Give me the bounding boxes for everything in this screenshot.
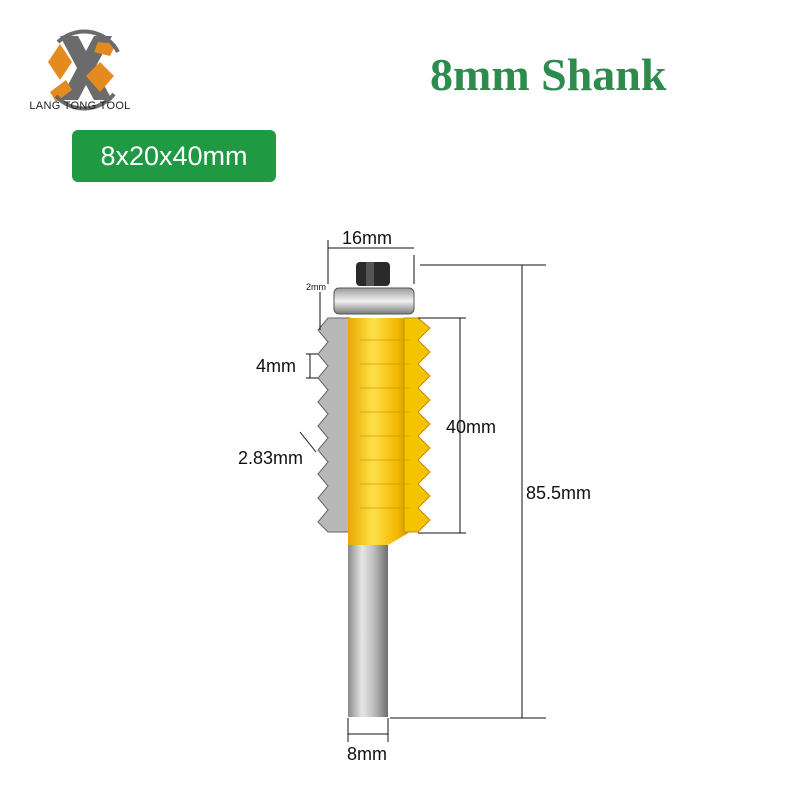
brand-logo-icon xyxy=(20,22,150,122)
shank-diameter-label: 8mm xyxy=(347,744,387,764)
carbide-teeth xyxy=(317,317,351,533)
total-length-label: 85.5mm xyxy=(526,483,591,503)
bearing-width-label: 16mm xyxy=(342,228,392,248)
page-title: 8mm Shank xyxy=(430,49,667,100)
gap-label: 2mm xyxy=(306,282,326,292)
cutter-body xyxy=(348,317,431,545)
bearing xyxy=(333,262,415,315)
cutting-height-label: 40mm xyxy=(446,417,496,437)
tooth-depth-label: 2.83mm xyxy=(238,448,303,468)
size-badge: 8x20x40mm xyxy=(72,130,276,182)
brand-name: LANG TONG TOOL xyxy=(29,100,131,112)
tooth-pitch-label: 4mm xyxy=(256,356,296,376)
shank xyxy=(348,545,388,717)
